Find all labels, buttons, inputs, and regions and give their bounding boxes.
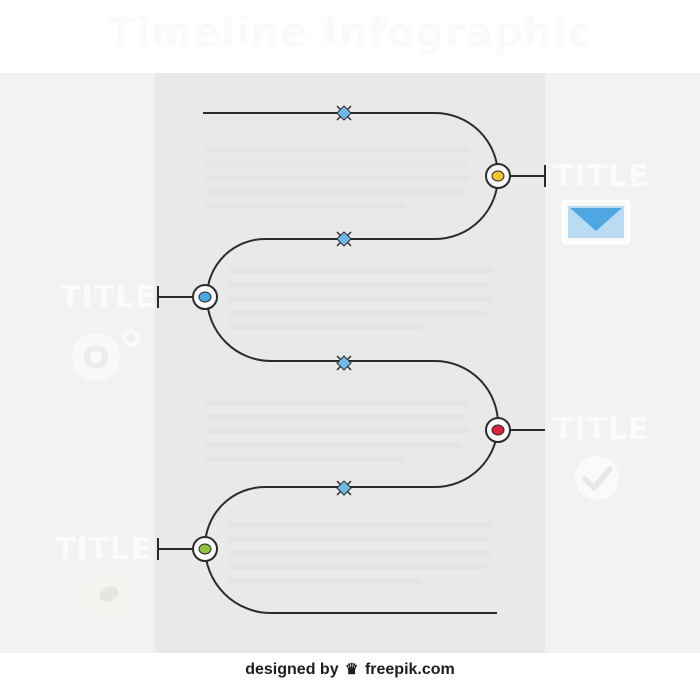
connector-1: [510, 165, 546, 187]
milestone-title-4: TITLE: [55, 532, 152, 567]
gear-icon: [68, 325, 153, 390]
credit-brand: freepik.com: [364, 661, 455, 678]
milestone-node-2: [192, 284, 218, 310]
freepik-logo-icon: ♛: [345, 661, 359, 678]
diamond-marker-2: [336, 231, 352, 247]
checkmark-icon: [573, 454, 621, 507]
credit-prefix: designed by: [245, 661, 339, 678]
connector-4: [157, 538, 192, 560]
timeline-path: [203, 112, 500, 614]
milestone-node-3: [485, 417, 511, 443]
text-block-4: [228, 522, 493, 592]
envelope-icon: [561, 199, 631, 250]
header-band: [0, 0, 700, 73]
milestone-title-1: TITLE: [553, 159, 650, 194]
connector-2: [157, 286, 192, 308]
diamond-marker-3: [336, 355, 352, 371]
designer-credit[interactable]: designed by ♛ freepik.com: [0, 660, 700, 679]
diamond-marker-1: [336, 105, 352, 121]
text-block-2: [228, 268, 493, 338]
footer-band: [0, 653, 700, 700]
milestone-node-1: [485, 163, 511, 189]
milestone-title-2: TITLE: [60, 280, 157, 315]
milestone-title-3: TITLE: [553, 412, 650, 447]
donut-icon: [77, 568, 141, 625]
text-block-3: [205, 400, 470, 470]
diamond-marker-4: [336, 480, 352, 496]
milestone-node-4: [192, 536, 218, 562]
page-title: Timeline Infographic: [107, 10, 593, 56]
text-block-1: [205, 147, 470, 217]
